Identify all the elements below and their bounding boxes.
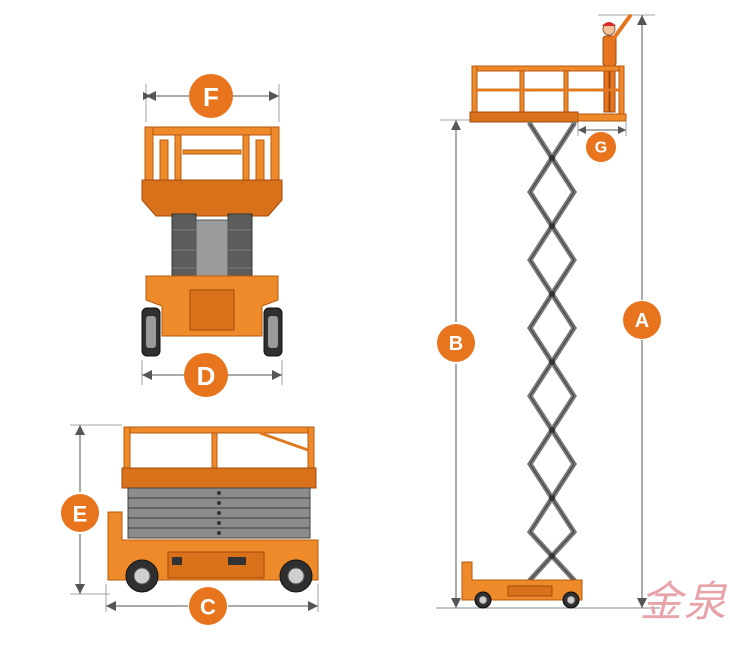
side-guard-rail (123, 426, 315, 472)
front-deck (141, 179, 283, 217)
front-scissor-stack (171, 213, 253, 281)
side-view (70, 424, 319, 612)
elevated-chassis-panel (507, 585, 553, 597)
badge-b: B (437, 324, 475, 362)
dimension-a (598, 14, 655, 608)
svg-text:F: F (203, 82, 219, 112)
dimension-g (577, 122, 627, 136)
extension-deck (577, 113, 627, 122)
badge-e: E (61, 494, 99, 532)
front-wheels (141, 307, 283, 357)
dimension-b (440, 119, 476, 608)
svg-text:G: G (595, 140, 607, 157)
elevated-deck (469, 111, 579, 123)
dimension-e (70, 424, 122, 595)
svg-text:D: D (197, 361, 216, 391)
elevated-guard-rail (471, 65, 625, 117)
badge-a: A (623, 301, 661, 339)
dimension-f (143, 84, 280, 122)
side-deck (121, 467, 317, 489)
front-chassis-panel (189, 289, 235, 331)
badge-d: D (184, 353, 228, 397)
svg-text:B: B (449, 333, 463, 355)
elevated-scissor-stack (526, 121, 578, 583)
front-guard-rail (144, 126, 280, 188)
svg-text:A: A (635, 310, 649, 332)
side-chassis-panel (167, 551, 265, 579)
elevated-view (436, 14, 660, 609)
elevated-wheels (474, 591, 580, 609)
badge-c: C (189, 587, 227, 625)
svg-text:E: E (73, 502, 88, 527)
side-wheels (125, 559, 313, 593)
side-scissor-stack (127, 487, 311, 539)
svg-text:C: C (200, 595, 216, 620)
worker-figure (602, 14, 632, 113)
badge-f: F (189, 74, 233, 118)
side-chassis (107, 511, 319, 581)
side-plate (172, 557, 182, 565)
dimension-d (141, 360, 283, 385)
side-label (228, 557, 246, 565)
brand-watermark: 金泉 (640, 577, 729, 626)
front-view (141, 84, 283, 385)
dimension-c (105, 584, 319, 612)
badge-g: G (586, 132, 616, 162)
